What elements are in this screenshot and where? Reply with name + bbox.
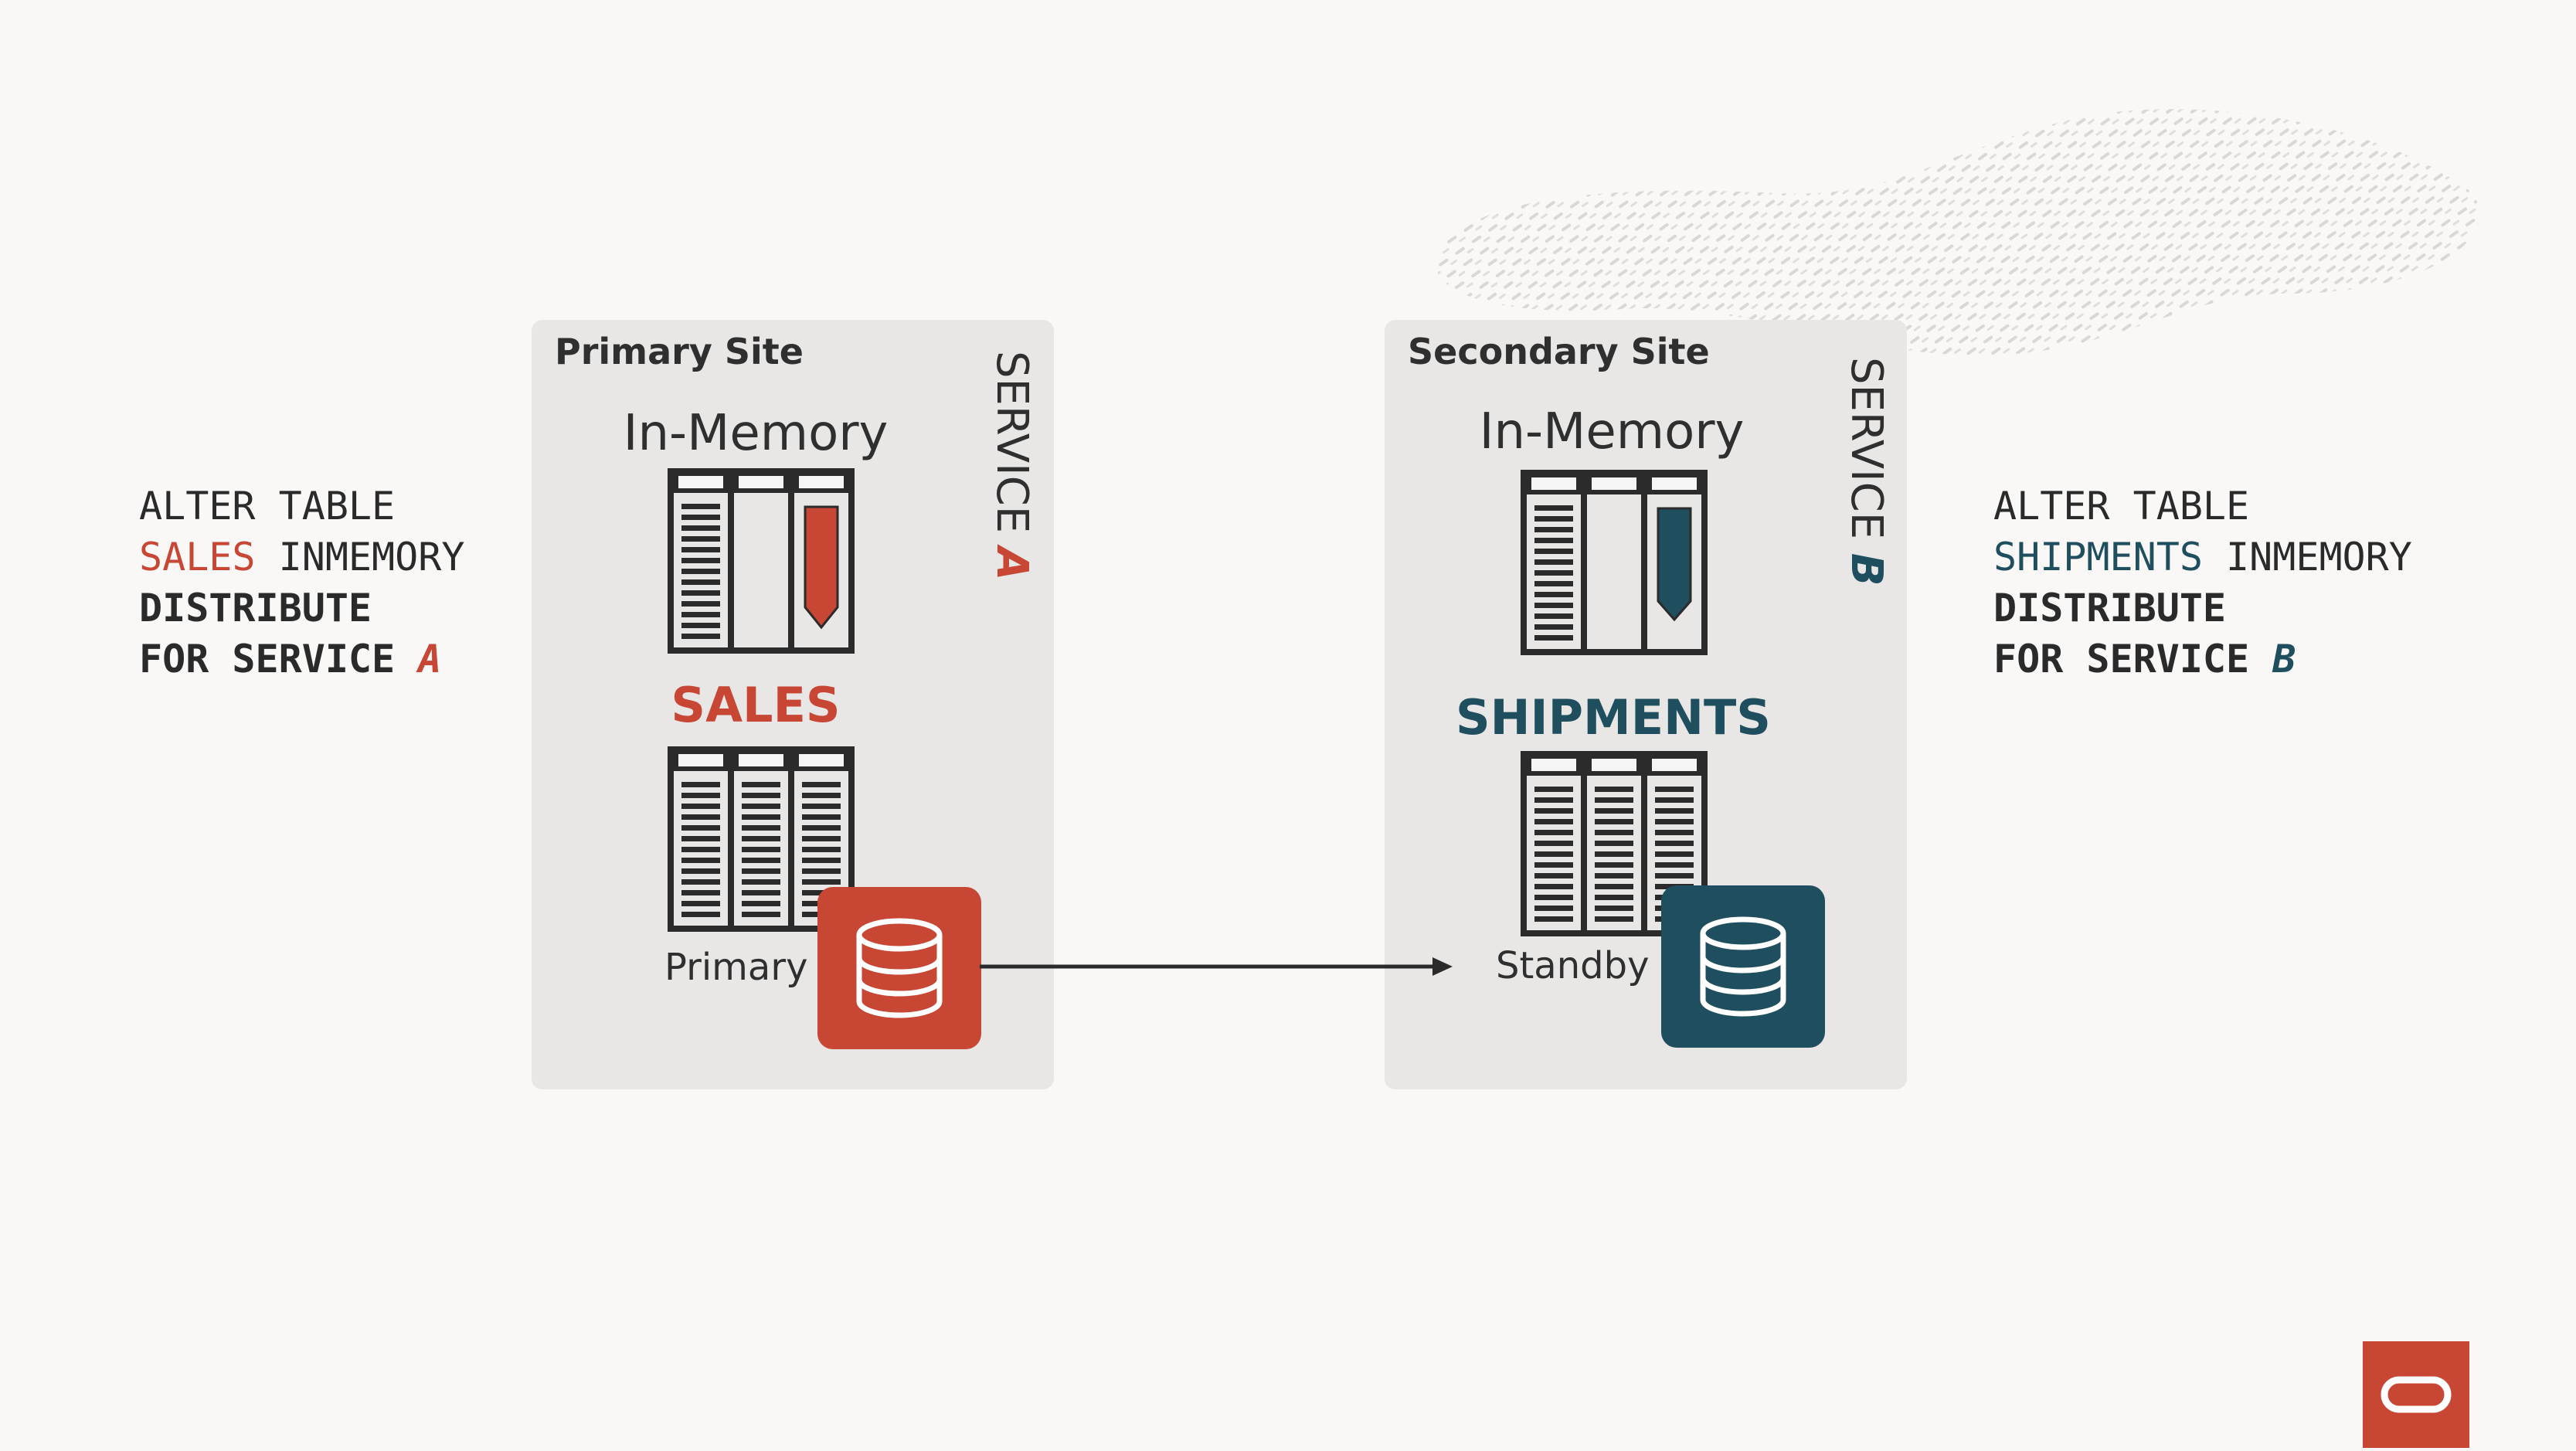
secondary-role-label: Standby [1496, 944, 1650, 987]
table-icon [668, 746, 855, 932]
oracle-logo-icon [2363, 1341, 2469, 1448]
primary-table-name: SALES [671, 677, 841, 733]
right-sql-table: SHIPMENTS [1993, 535, 2203, 579]
secondary-inmemory-label: In-Memory [1479, 403, 1745, 460]
left-sql-line1: ALTER TABLE [139, 484, 396, 528]
primary-database-tile [817, 887, 981, 1049]
left-sql-statement: ALTER TABLE SALES INMEMORY DISTRIBUTE FOR S… [139, 430, 464, 736]
inmemory-column-store-icon [1521, 470, 1708, 655]
replication-arrow [980, 957, 1453, 976]
background-texture [1436, 109, 2479, 355]
left-sql-line4: FOR SERVICE [139, 637, 419, 681]
left-sql-inmemory: INMEMORY [255, 535, 465, 579]
right-sql-line3: DISTRIBUTE [1993, 586, 2227, 630]
primary-service-letter: A [987, 546, 1037, 581]
primary-role-label: Primary [664, 946, 808, 989]
database-icon [856, 918, 943, 1018]
left-sql-table: SALES [139, 535, 256, 579]
secondary-service-letter: B [1841, 552, 1891, 586]
primary-inmemory-label: In-Memory [623, 405, 889, 462]
right-sql-service-letter: B [2272, 637, 2296, 681]
right-sql-inmemory: INMEMORY [2202, 535, 2412, 579]
primary-service-prefix: SERVICE [987, 351, 1037, 547]
database-icon [1700, 916, 1786, 1017]
secondary-site-title: Secondary Site [1408, 331, 1710, 372]
right-sql-line1: ALTER TABLE [1993, 484, 2250, 528]
secondary-database-tile [1661, 885, 1825, 1048]
left-sql-service-letter: A [418, 637, 442, 681]
inmemory-column-store-icon [668, 468, 855, 654]
primary-site-title: Primary Site [555, 331, 804, 372]
secondary-service-prefix: SERVICE [1841, 357, 1891, 553]
right-sql-line4: FOR SERVICE [1993, 637, 2273, 681]
secondary-service-label: SERVICE B [1841, 357, 1891, 586]
left-sql-line3: DISTRIBUTE [139, 586, 372, 630]
primary-service-label: SERVICE A [987, 351, 1037, 580]
secondary-table-name: SHIPMENTS [1456, 689, 1771, 746]
right-sql-statement: ALTER TABLE SHIPMENTS INMEMORY DISTRIBUTE F… [1993, 430, 2412, 736]
